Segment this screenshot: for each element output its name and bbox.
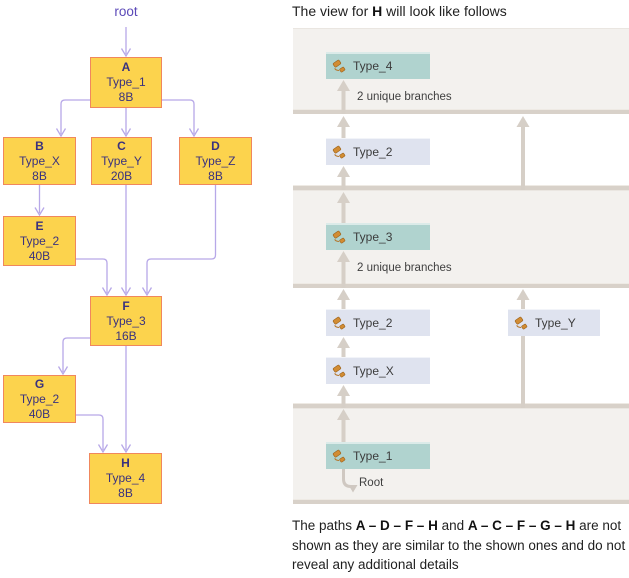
node-size: 40B	[28, 248, 51, 263]
footer-path-1: A – D – F – H	[355, 518, 438, 533]
node-type: Type_2	[19, 233, 60, 248]
band-separator-3	[293, 283, 629, 288]
node-letter: G	[34, 376, 45, 391]
tree-node-H: H Type_4 8B	[89, 453, 162, 504]
footer-rest: are not shown as they are similar to the…	[292, 518, 626, 572]
view-node-type2-upper: Type_2	[326, 138, 430, 165]
node-size: 8B	[118, 90, 134, 104]
node-size: 8B	[118, 486, 133, 500]
view-node-type3: Type_3	[326, 223, 430, 250]
node-letter: H	[121, 456, 130, 470]
node-type: Type_Y	[101, 153, 142, 168]
view-node-type2-lower: Type_2	[326, 309, 430, 336]
tree-node-A: A Type_1 8B	[90, 57, 162, 108]
node-letter: A	[121, 60, 131, 74]
type-icon	[332, 364, 346, 377]
view-title: The view for H will look like follows	[292, 3, 507, 19]
band-separator-1	[293, 109, 629, 114]
node-size: 16B	[115, 328, 137, 343]
type-icon	[332, 230, 346, 243]
type-icon	[332, 145, 346, 158]
tree-node-G: G Type_2 40B	[3, 375, 76, 423]
node-letter: F	[122, 298, 130, 313]
type-icon	[332, 449, 346, 462]
node-size: 8B	[208, 168, 223, 183]
title-suffix: will look like follows	[382, 3, 507, 19]
view-node-typeX: Type_X	[326, 357, 430, 384]
unique-branches-note-1: 2 unique branches	[357, 91, 452, 103]
view-node-label: Type_2	[353, 315, 393, 330]
view-node-label: Type_4	[353, 58, 393, 73]
footer-prefix: The paths	[292, 518, 356, 533]
node-type: Type_Z	[195, 153, 236, 168]
footer-path-2: A – C – F – G – H	[467, 518, 576, 533]
view-node-type1: Type_1	[326, 442, 430, 469]
type-icon	[332, 316, 346, 329]
view-node-label: Type_X	[353, 363, 394, 378]
node-type: Type_1	[106, 75, 146, 89]
tree-node-D: D Type_Z 8B	[179, 137, 252, 185]
tree-root-label: root	[114, 4, 138, 19]
view-node-label: Type_2	[353, 144, 393, 159]
node-letter: E	[35, 218, 44, 233]
type-icon	[514, 316, 528, 329]
band-separator-4	[293, 403, 629, 408]
title-target: H	[372, 3, 383, 19]
title-prefix: The view for	[292, 3, 373, 19]
unique-branches-note-2: 2 unique branches	[357, 262, 452, 274]
node-size: 20B	[110, 168, 133, 183]
tree-node-E: E Type_2 40B	[3, 216, 76, 266]
node-type: Type_3	[106, 313, 146, 328]
node-size: 40B	[28, 406, 51, 421]
type-icon	[332, 59, 346, 72]
node-type: Type_4	[105, 471, 146, 485]
view-flow-arrowheads	[337, 80, 530, 420]
band-separator-5	[293, 499, 629, 504]
node-letter: D	[211, 138, 220, 153]
view-node-label: Type_Y	[535, 315, 576, 330]
view-node-label: Type_3	[353, 229, 393, 244]
root-connector	[342, 467, 358, 493]
node-type: Type_X	[19, 153, 60, 168]
footer-caption: The paths A – D – F – H and A – C – F – …	[292, 516, 629, 575]
band-separator-2	[293, 185, 629, 190]
footer-mid: and	[437, 518, 468, 533]
view-node-label: Type_1	[353, 448, 393, 463]
tree-node-F: F Type_3 16B	[90, 296, 162, 346]
node-letter: B	[35, 138, 44, 153]
tree-node-C: C Type_Y 20B	[91, 137, 152, 185]
view-node-type4: Type_4	[326, 52, 430, 79]
view-flow-lines	[341, 90, 525, 442]
node-size: 8B	[32, 168, 47, 183]
root-note: Root	[359, 477, 384, 489]
node-letter: C	[117, 138, 126, 153]
view-node-typeY: Type_Y	[508, 309, 600, 336]
tree-node-B: B Type_X 8B	[3, 137, 76, 185]
node-type: Type_2	[19, 391, 60, 406]
tree-edges	[34, 27, 217, 454]
